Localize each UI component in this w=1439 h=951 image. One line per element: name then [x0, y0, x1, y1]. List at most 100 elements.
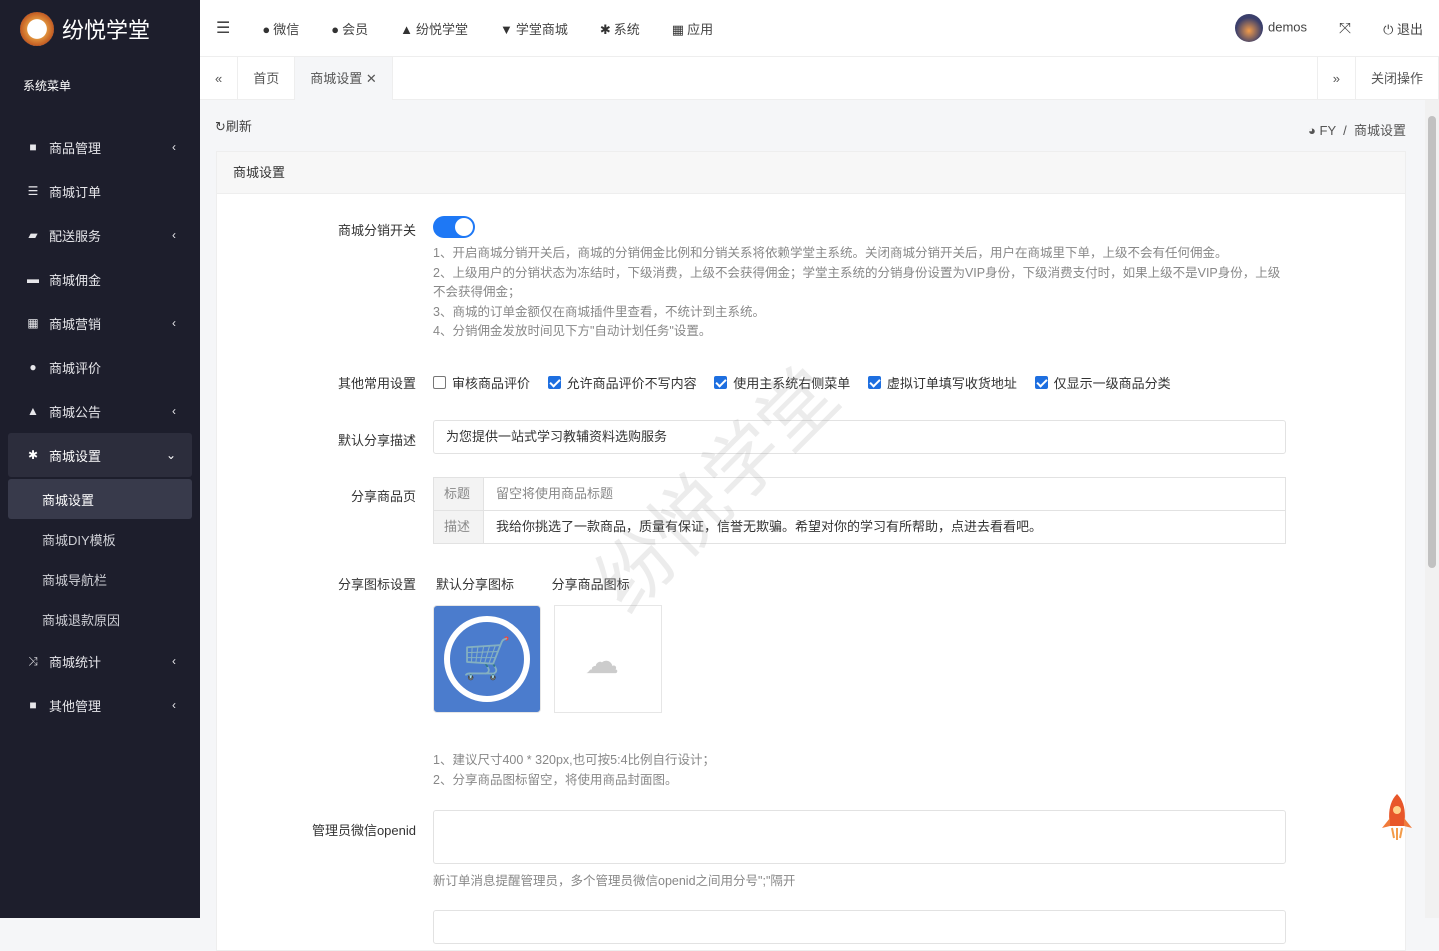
cloud-upload-icon: ☁	[585, 643, 619, 681]
nav-apps[interactable]: ▦应用	[656, 19, 729, 38]
back-to-top-rocket-icon[interactable]	[1378, 792, 1416, 842]
nav-school[interactable]: ▲纷悦学堂	[384, 19, 484, 38]
label: 仅显示一级商品分类	[1053, 376, 1171, 391]
tab-shop-settings[interactable]: 商城设置 ✕	[295, 57, 393, 100]
label: 刷新	[225, 119, 252, 134]
chevron-left-icon: ‹	[172, 654, 176, 668]
bag-icon: ■	[29, 140, 37, 154]
nav-system[interactable]: ✱系统	[584, 19, 656, 38]
checkbox-review-audit[interactable]: 审核商品评价	[433, 373, 530, 392]
user-icon: ●	[331, 21, 340, 37]
checkbox-main-sidebar[interactable]: 使用主系统右侧菜单	[714, 373, 850, 392]
share-title-input-group[interactable]: 标题留空将使用商品标题	[433, 477, 1286, 511]
sidebar-sub-refund-reasons[interactable]: 商城退款原因	[42, 612, 121, 628]
help-line: 3、商城的订单金额仅在商城插件里查看，不统计到主系统。	[433, 304, 765, 319]
avatar	[1235, 14, 1264, 42]
sidebar-item-reviews[interactable]: ●商城评价	[0, 345, 200, 389]
sidebar-sub-settings[interactable]: 商城设置	[8, 479, 192, 519]
sidebar-sub-navbar[interactable]: 商城导航栏	[42, 572, 108, 588]
label: 商城分销开关	[337, 223, 416, 238]
default-share-icon-upload[interactable]: 🛒	[433, 605, 541, 713]
label: 商城营销	[49, 316, 102, 332]
label: 其他管理	[49, 698, 102, 714]
label: 商城订单	[49, 184, 102, 200]
sidebar-item-stats[interactable]: ⤨商城统计‹	[0, 639, 200, 683]
truck-icon: ▰	[28, 228, 38, 242]
checkbox-first-level-category[interactable]: 仅显示一级商品分类	[1034, 373, 1171, 392]
nav-member[interactable]: ●会员	[315, 19, 384, 38]
sidebar-item-notice[interactable]: ▲商城公告‹	[0, 389, 200, 433]
username: demos	[1268, 19, 1308, 35]
sidebar-item-commission[interactable]: ▬ 商城佣金	[0, 257, 200, 301]
cart-icon: ▼	[499, 21, 513, 37]
openid-help: 新订单消息提醒管理员，多个管理员微信openid之间用分号";"隔开	[433, 874, 796, 888]
brand-name: 纷悦学堂	[62, 17, 151, 43]
label: 管理员微信openid	[311, 823, 416, 838]
tab-bar: « 首页 商城设置 ✕ » 关闭操作	[200, 57, 1439, 100]
close-operations-button[interactable]: 关闭操作	[1356, 57, 1439, 100]
distribution-help: 1、开启商城分销开关后，商城的分销佣金比例和分销关系将依赖学堂主系统。关闭商城分…	[433, 244, 1286, 342]
share-desc-input[interactable]: 为您提供一站式学习教辅资料选购服务	[433, 420, 1286, 454]
help-line: 1、开启商城分销开关后，商城的分销佣金比例和分销关系将依赖学堂主系统。关闭商城分…	[433, 246, 1228, 260]
label: 商城设置	[310, 71, 363, 86]
sidebar-item-settings[interactable]: ✱商城设置⌄	[8, 433, 192, 477]
label: 默认分享图标	[436, 577, 515, 592]
share-desc-input-group[interactable]: 描述我给你挑选了一款商品，质量有保证，信誉无欺骗。希望对你的学习有所帮助，点进去…	[433, 510, 1286, 544]
openid-textarea[interactable]	[433, 810, 1286, 864]
help-line: 1、建议尺寸400 * 320px,也可按5:4比例自行设计；	[433, 753, 716, 767]
comments-icon: ●	[29, 360, 37, 374]
label: 系统	[613, 21, 640, 37]
chevron-left-icon: ‹	[172, 316, 176, 330]
chevron-left-icon: ‹	[172, 140, 176, 154]
tabs-scroll-right-button[interactable]: »	[1316, 57, 1356, 100]
label: 允许商品评价不写内容	[566, 376, 697, 391]
cart-logo-icon: 🛒	[444, 616, 530, 702]
sidebar-sub-diy[interactable]: 商城DIY模板	[42, 532, 116, 548]
sidebar-item-other[interactable]: ■其他管理‹	[0, 683, 200, 727]
addon: 描述	[434, 511, 484, 543]
gear-icon: ✱	[27, 448, 39, 462]
logout-button[interactable]: ⏻ 退出	[1367, 19, 1439, 38]
top-navbar: ☰ ●微信 ●会员 ▲纷悦学堂 ▼学堂商城 ✱系统 ▦应用 demos ⤧ ⏻ …	[200, 0, 1439, 57]
next-input[interactable]	[433, 910, 1286, 944]
sidebar-item-delivery[interactable]: ▰配送服务‹	[0, 213, 200, 257]
sidebar-item-marketing[interactable]: ▦商城营销‹	[0, 301, 200, 345]
menu-toggle-button[interactable]: ☰	[216, 20, 231, 37]
label: 默认分享描述	[337, 433, 416, 448]
chevron-down-icon: ⌄	[165, 448, 176, 462]
brand-logo[interactable]: 纷悦学堂	[0, 0, 200, 57]
nav-shop[interactable]: ▼学堂商城	[484, 19, 584, 38]
user-menu[interactable]: demos	[1219, 14, 1323, 42]
tab-home[interactable]: 首页	[238, 57, 296, 100]
label: 学堂商城	[515, 21, 568, 37]
label: 虚拟订单填写收货地址	[886, 376, 1017, 391]
distribution-toggle[interactable]	[433, 216, 475, 238]
chevron-left-icon: ‹	[172, 404, 176, 418]
menu-title: 系统菜单	[23, 79, 72, 93]
share-goods-desc-input[interactable]: 我给你挑选了一款商品，质量有保证，信誉无欺骗。希望对你的学习有所帮助，点进去看看…	[496, 519, 1043, 534]
help-line: 2、上级用户的分销状态为冻结时，下级消费，上级不会获得佣金；学堂主系统的分销身份…	[433, 265, 1281, 300]
share-icon-help: 1、建议尺寸400 * 320px,也可按5:4比例自行设计； 2、分享商品图标…	[433, 751, 1289, 790]
goods-share-icon-upload[interactable]: ☁	[554, 605, 662, 713]
sidebar-item-goods[interactable]: ■商品管理‹	[0, 125, 200, 169]
label: 分享图标设置	[337, 577, 416, 592]
tabs-scroll-left-button[interactable]: «	[200, 57, 239, 100]
refresh-button[interactable]: ↻刷新	[215, 116, 252, 135]
share-title-input[interactable]: 留空将使用商品标题	[496, 486, 614, 501]
fullscreen-icon[interactable]: ⤧	[1339, 19, 1352, 37]
nav-wechat[interactable]: ●微信	[246, 19, 315, 38]
checkbox-virtual-address[interactable]: 虚拟订单填写收货地址	[867, 373, 1017, 392]
label: 配送服务	[49, 228, 102, 244]
label: 商城统计	[49, 654, 102, 670]
label: 应用	[687, 21, 714, 37]
card-icon: ▬	[27, 272, 39, 286]
scrollbar[interactable]	[1425, 100, 1439, 918]
checkbox-allow-empty-review[interactable]: 允许商品评价不写内容	[547, 373, 697, 392]
chevron-left-icon: ‹	[172, 698, 176, 712]
close-icon[interactable]: ✕	[365, 71, 377, 86]
sidebar-item-orders[interactable]: ☰商城订单	[0, 169, 200, 213]
comments-icon: ●	[262, 21, 271, 37]
crumb-sep: /	[1343, 123, 1347, 138]
label: 商城佣金	[49, 272, 102, 288]
crumb-root[interactable]: FY	[1319, 123, 1336, 138]
